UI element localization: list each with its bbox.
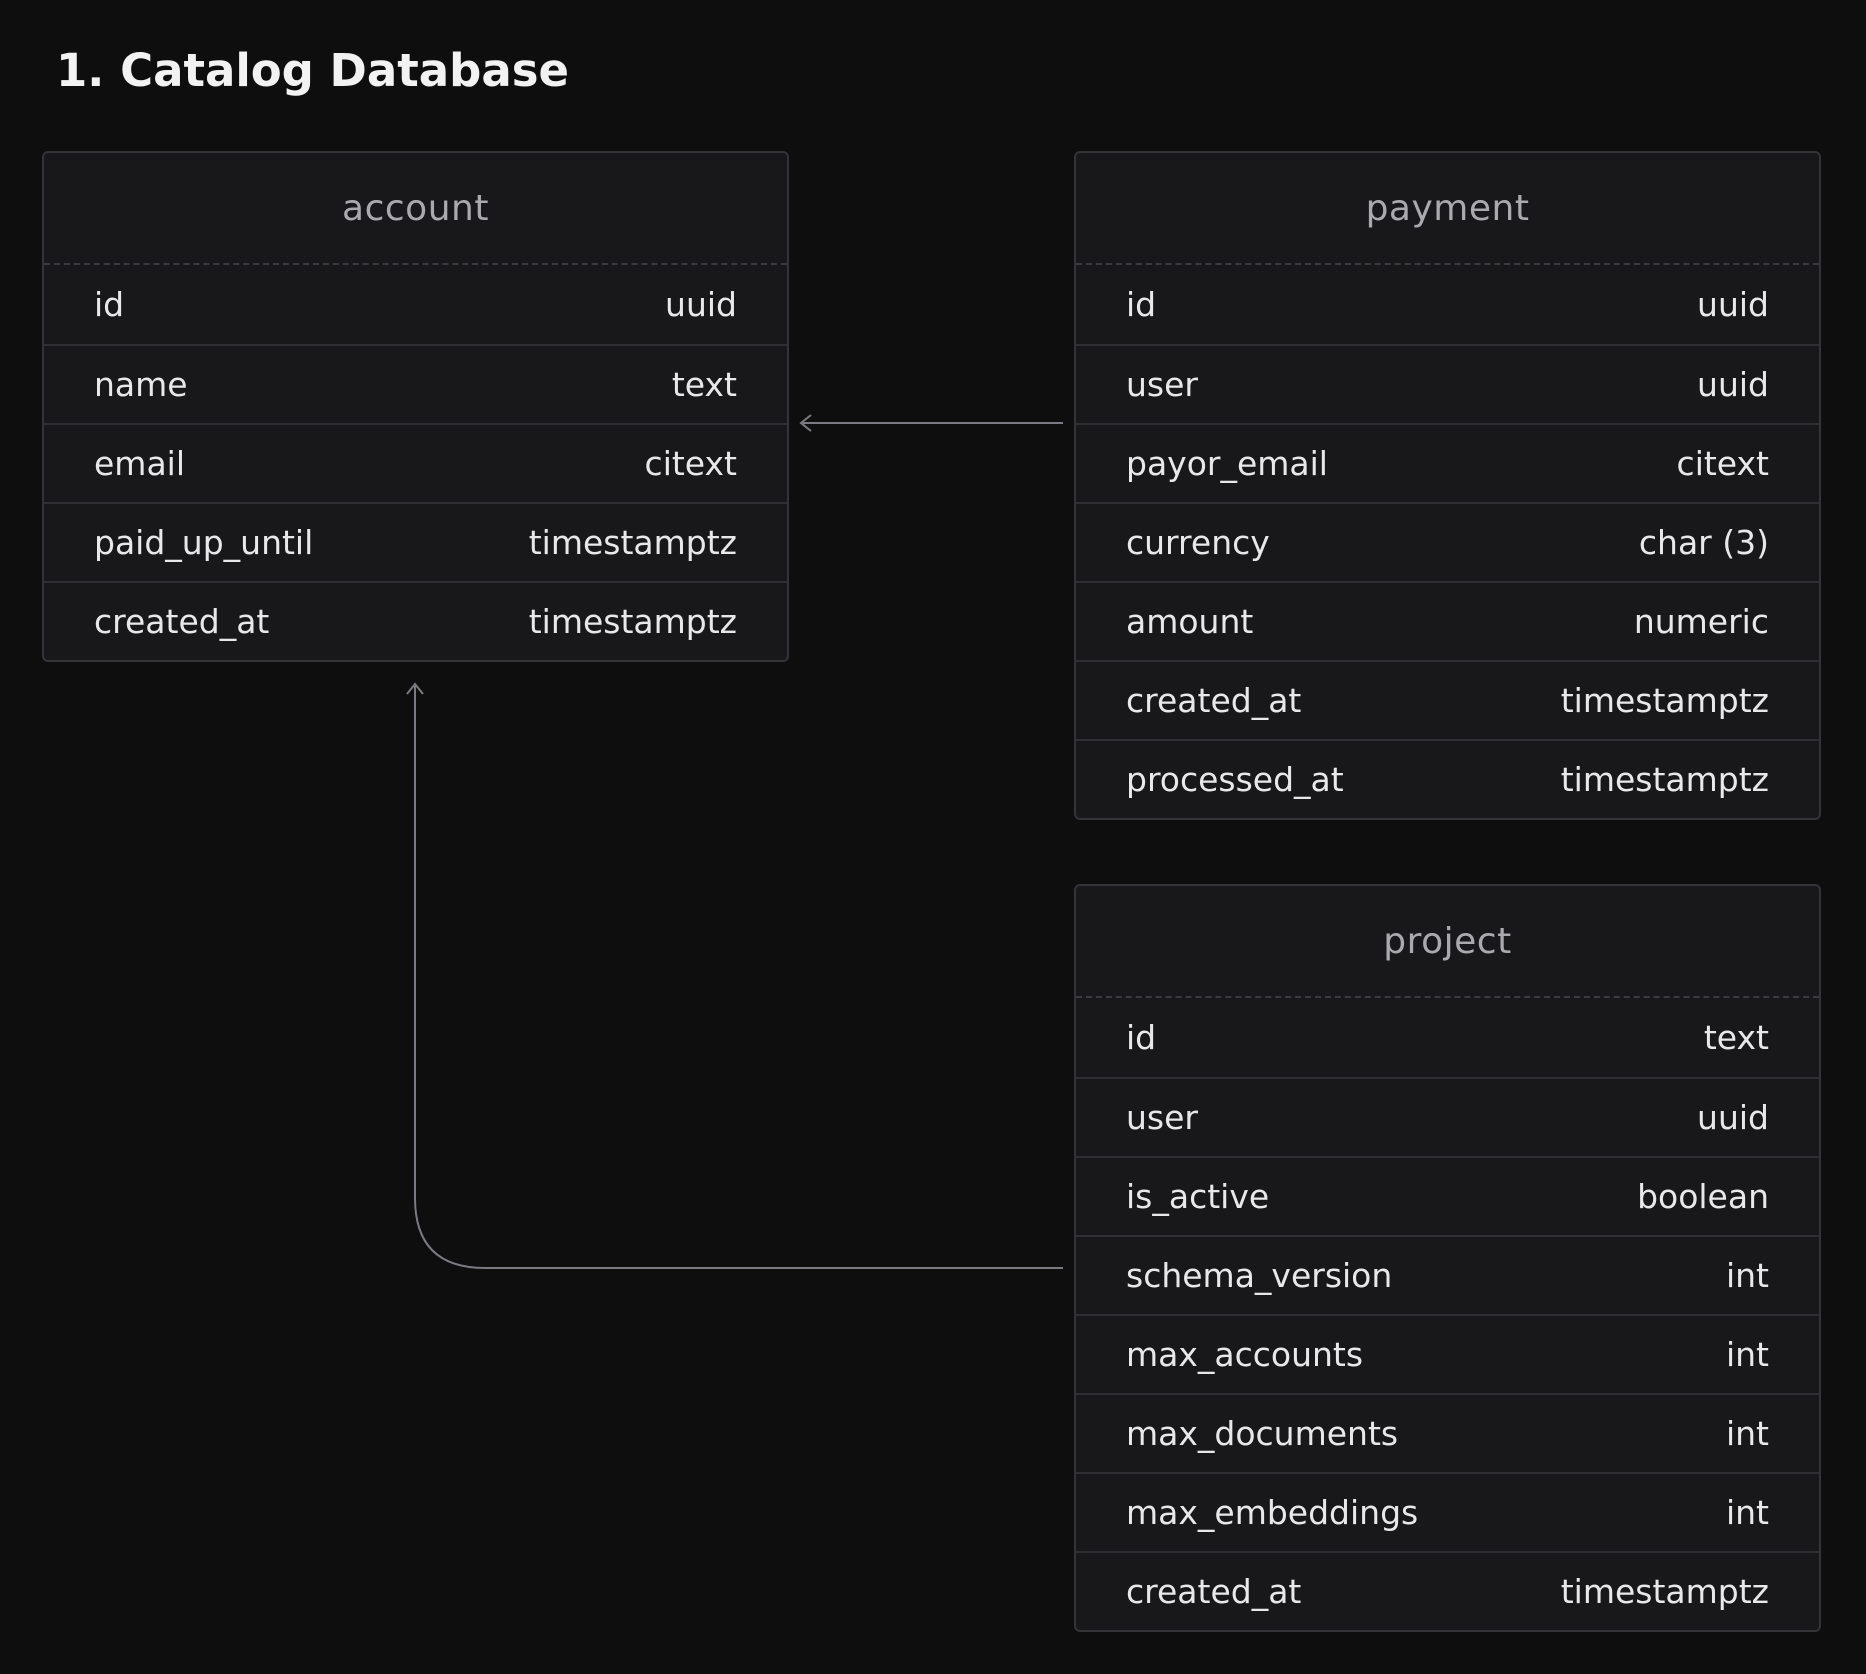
column-name: name	[94, 365, 188, 404]
column-name: paid_up_until	[94, 523, 314, 562]
table-row[interactable]: amount numeric	[1076, 581, 1819, 660]
column-name: max_accounts	[1126, 1335, 1364, 1374]
table-row[interactable]: name text	[44, 344, 787, 423]
table-project[interactable]: project id text user uuid is_active boolean sc…	[1074, 884, 1821, 1632]
table-title: account	[44, 153, 787, 265]
column-name: id	[1126, 285, 1157, 324]
table-row[interactable]: created_at timestamptz	[44, 581, 787, 660]
table-row[interactable]: max_embeddings int	[1076, 1472, 1819, 1551]
column-type: text	[671, 365, 737, 404]
column-name: created_at	[1126, 1572, 1302, 1611]
column-type: int	[1725, 1493, 1769, 1532]
column-name: is_active	[1126, 1177, 1270, 1216]
table-row[interactable]: max_documents int	[1076, 1393, 1819, 1472]
table-row[interactable]: user uuid	[1076, 1077, 1819, 1156]
column-type: citext	[1676, 444, 1769, 483]
column-name: user	[1126, 1098, 1198, 1137]
column-type: uuid	[1697, 1098, 1769, 1137]
table-row[interactable]: processed_at timestamptz	[1076, 739, 1819, 818]
table-row[interactable]: user uuid	[1076, 344, 1819, 423]
column-name: amount	[1126, 602, 1254, 641]
table-row[interactable]: id uuid	[1076, 265, 1819, 344]
column-type: timestamptz	[1560, 681, 1769, 720]
table-row[interactable]: schema_version int	[1076, 1235, 1819, 1314]
table-body: id text user uuid is_active boolean schema_ver…	[1076, 998, 1819, 1630]
table-title: project	[1076, 886, 1819, 998]
column-type: char (3)	[1638, 523, 1769, 562]
column-name: created_at	[94, 602, 270, 641]
column-type: numeric	[1633, 602, 1769, 641]
column-type: timestamptz	[528, 602, 737, 641]
table-row[interactable]: id text	[1076, 998, 1819, 1077]
column-name: currency	[1126, 523, 1270, 562]
column-name: max_embeddings	[1126, 1493, 1419, 1532]
column-name: payor_email	[1126, 444, 1328, 483]
column-type: uuid	[665, 285, 737, 324]
relation-project-to-account	[406, 682, 1063, 1269]
table-payment[interactable]: payment id uuid user uuid payor_email citext c…	[1074, 151, 1821, 820]
column-type: uuid	[1697, 285, 1769, 324]
column-type: uuid	[1697, 365, 1769, 404]
column-type: timestamptz	[528, 523, 737, 562]
column-name: email	[94, 444, 186, 483]
column-type: timestamptz	[1560, 1572, 1769, 1611]
table-row[interactable]: currency char (3)	[1076, 502, 1819, 581]
column-name: user	[1126, 365, 1198, 404]
column-name: max_documents	[1126, 1414, 1399, 1453]
column-name: created_at	[1126, 681, 1302, 720]
column-name: processed_at	[1126, 760, 1344, 799]
page-title: 1. Catalog Database	[56, 44, 570, 97]
table-row[interactable]: email citext	[44, 423, 787, 502]
table-row[interactable]: payor_email citext	[1076, 423, 1819, 502]
column-type: text	[1703, 1018, 1769, 1057]
table-account[interactable]: account id uuid name text email citext paid_up…	[42, 151, 789, 662]
table-row[interactable]: paid_up_until timestamptz	[44, 502, 787, 581]
table-row[interactable]: id uuid	[44, 265, 787, 344]
relation-payment-user-to-account	[799, 414, 1063, 432]
column-name: schema_version	[1126, 1256, 1393, 1295]
table-row[interactable]: is_active boolean	[1076, 1156, 1819, 1235]
column-type: timestamptz	[1560, 760, 1769, 799]
column-type: int	[1725, 1256, 1769, 1295]
column-type: citext	[644, 444, 737, 483]
column-type: int	[1725, 1414, 1769, 1453]
column-name: id	[94, 285, 125, 324]
column-name: id	[1126, 1018, 1157, 1057]
table-row[interactable]: created_at timestamptz	[1076, 660, 1819, 739]
column-type: int	[1725, 1335, 1769, 1374]
table-row[interactable]: created_at timestamptz	[1076, 1551, 1819, 1630]
column-type: boolean	[1637, 1177, 1769, 1216]
table-title: payment	[1076, 153, 1819, 265]
table-row[interactable]: max_accounts int	[1076, 1314, 1819, 1393]
